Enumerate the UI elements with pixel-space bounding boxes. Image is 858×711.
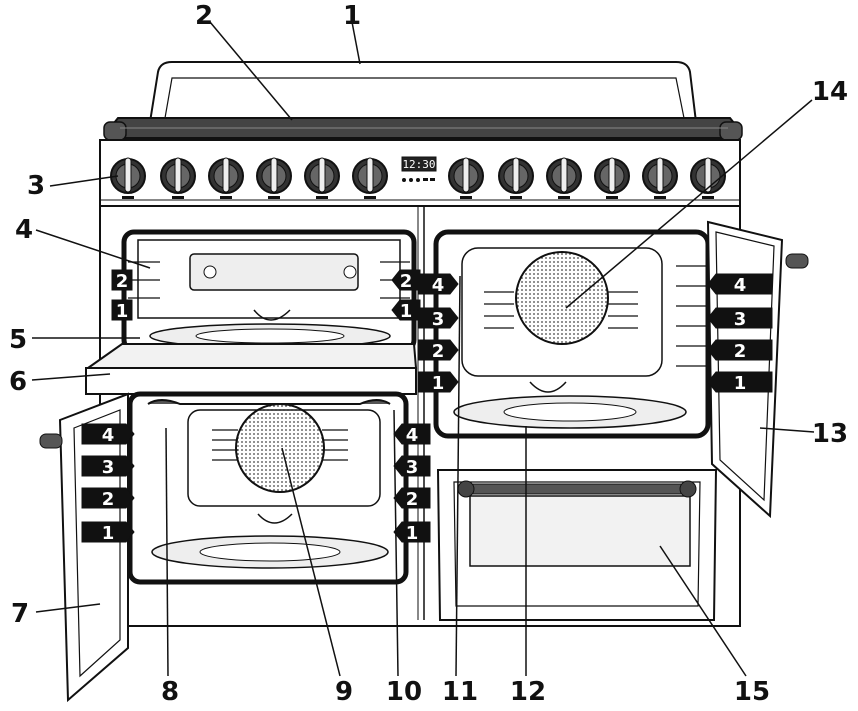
svg-text:2: 2	[432, 341, 445, 362]
knob[interactable]	[208, 157, 244, 199]
left-lower-oven	[127, 391, 409, 585]
callout-4: 4	[15, 215, 33, 245]
shelf-level-badge: 2	[81, 487, 135, 510]
svg-text:3: 3	[102, 457, 115, 478]
shelf-level-badge: 3	[417, 307, 459, 330]
callout-5: 5	[9, 325, 27, 355]
callout-9: 9	[335, 677, 353, 707]
callout-12: 12	[510, 677, 546, 707]
shelf-level-badge: 3	[81, 455, 135, 478]
svg-text:1: 1	[406, 523, 419, 544]
callout-2: 2	[195, 1, 213, 31]
knob[interactable]	[352, 157, 388, 199]
knob[interactable]	[546, 157, 582, 199]
shelf-level-badge: 1	[393, 521, 431, 544]
callout-1: 1	[343, 1, 361, 31]
knob[interactable]	[642, 157, 678, 199]
shelf-level-badge: 2	[111, 269, 133, 292]
svg-text:4: 4	[406, 425, 419, 446]
callout-14: 14	[812, 77, 848, 107]
svg-text:4: 4	[734, 275, 747, 296]
callout-labels: 1 2 3 4 5 6 7 8 9 10 11 12 13 14 15	[9, 1, 848, 707]
shelf-level-badge: 4	[393, 423, 431, 446]
callout-10: 10	[386, 677, 422, 707]
callout-7: 7	[11, 599, 29, 629]
left-upper-oven	[121, 229, 417, 353]
svg-text:1: 1	[102, 523, 115, 544]
svg-text:2: 2	[400, 271, 413, 292]
callout-3: 3	[27, 171, 45, 201]
shelf-level-badge: 1	[391, 299, 421, 322]
knob[interactable]	[498, 157, 534, 199]
svg-text:2: 2	[102, 489, 115, 510]
leader-lines	[31, 21, 815, 677]
knob[interactable]	[448, 157, 484, 199]
knob[interactable]	[304, 157, 340, 199]
callout-13: 13	[812, 419, 848, 449]
right-main-oven	[433, 229, 711, 439]
svg-text:2: 2	[406, 489, 419, 510]
callout-11: 11	[442, 677, 478, 707]
shelf-level-badge: 1	[707, 371, 773, 394]
shelf-level-badge: 2	[417, 339, 459, 362]
knob[interactable]	[160, 157, 196, 199]
svg-text:2: 2	[734, 341, 747, 362]
callout-6: 6	[9, 367, 27, 397]
clock-text: 12:30	[402, 158, 435, 171]
svg-text:1: 1	[116, 301, 129, 322]
shelf-level-badge: 4	[81, 423, 135, 446]
grill-door	[84, 343, 418, 395]
svg-text:3: 3	[406, 457, 419, 478]
control-knobs[interactable]	[110, 157, 726, 199]
svg-text:3: 3	[734, 309, 747, 330]
shelf-level-badge: 1	[417, 371, 459, 394]
storage-drawer	[436, 469, 718, 621]
shelf-level-badge: 1	[111, 299, 133, 322]
knob[interactable]	[594, 157, 630, 199]
shelf-level-badge: 1	[81, 521, 135, 544]
splashback-lid	[148, 61, 698, 123]
shelf-level-badge: 2	[707, 339, 773, 362]
hob-top	[103, 117, 743, 141]
svg-text:3: 3	[432, 309, 445, 330]
callout-8: 8	[161, 677, 179, 707]
svg-text:1: 1	[400, 301, 413, 322]
shelf-level-badge: 3	[707, 307, 773, 330]
shelf-level-badge: 2	[393, 487, 431, 510]
shelf-level-badge: 4	[707, 273, 773, 296]
shelf-level-badge: 4	[417, 273, 459, 296]
svg-text:4: 4	[432, 275, 445, 296]
svg-text:1: 1	[734, 373, 747, 394]
svg-text:4: 4	[102, 425, 115, 446]
knob[interactable]	[256, 157, 292, 199]
clock-display: 12:30	[401, 156, 437, 182]
svg-text:2: 2	[116, 271, 129, 292]
shelf-level-badge: 2	[391, 269, 421, 292]
callout-15: 15	[734, 677, 770, 707]
svg-text:1: 1	[432, 373, 445, 394]
